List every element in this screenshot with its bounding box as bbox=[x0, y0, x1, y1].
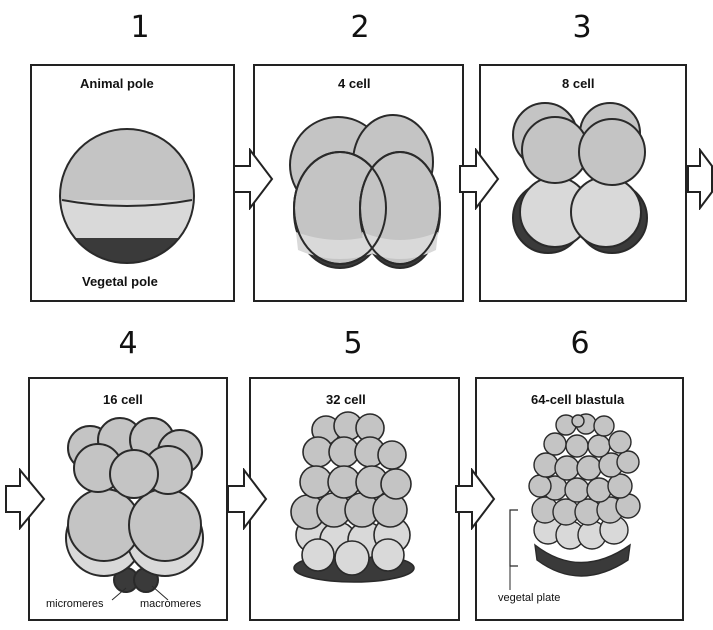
vegetal-pole-label: Vegetal pole bbox=[82, 274, 158, 289]
animal-pole-label: Animal pole bbox=[80, 76, 154, 91]
arrow-right-icon bbox=[232, 148, 276, 210]
thirty-two-cell-label: 32 cell bbox=[326, 392, 366, 407]
arrow-right-icon bbox=[226, 468, 270, 530]
arrow-right-icon bbox=[4, 468, 46, 530]
eight-cell-label: 8 cell bbox=[562, 76, 595, 91]
thirty-two-cell-embryo bbox=[291, 412, 414, 582]
macromeres-label: macromeres bbox=[140, 598, 201, 610]
sixteen-cell-embryo bbox=[66, 418, 203, 592]
vegetal-plate-bracket bbox=[510, 510, 518, 566]
blastula-label: 64-cell blastula bbox=[531, 392, 624, 407]
arrow-right-icon bbox=[686, 148, 713, 210]
micromeres-label: micromeres bbox=[46, 598, 103, 610]
eight-cell-embryo bbox=[513, 103, 647, 253]
sixteen-cell-label: 16 cell bbox=[103, 392, 143, 407]
four-cell-embryo bbox=[290, 115, 440, 268]
four-cell-label: 4 cell bbox=[338, 76, 371, 91]
zygote-cell bbox=[55, 129, 205, 268]
vegetal-plate-label: vegetal plate bbox=[498, 592, 560, 604]
arrow-right-icon bbox=[458, 148, 502, 210]
arrow-right-icon bbox=[454, 468, 498, 530]
blastula-embryo bbox=[529, 414, 640, 576]
